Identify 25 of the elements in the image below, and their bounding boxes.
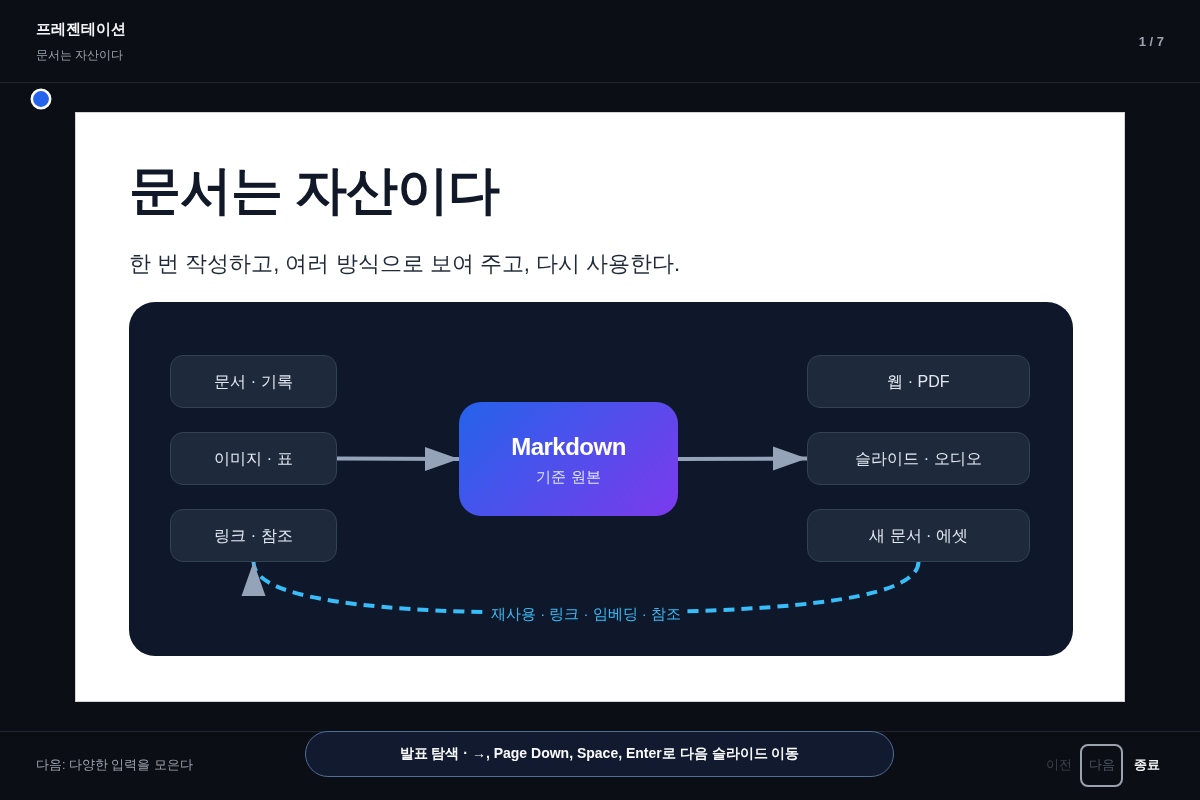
node-label: 문서 · 기록 bbox=[214, 371, 293, 392]
slide-subtitle: 한 번 작성하고, 여러 방식으로 보여 주고, 다시 사용한다. bbox=[129, 250, 681, 278]
deck-subtitle: 문서는 자산이다 bbox=[36, 48, 124, 63]
format-heading: Markdown bbox=[511, 431, 626, 462]
output-box bbox=[807, 432, 1030, 485]
source-box bbox=[459, 402, 678, 516]
slide-title: 문서는 자산이다 bbox=[129, 160, 500, 221]
app-title: 프레젠테이션 bbox=[36, 20, 126, 39]
input-box bbox=[170, 432, 337, 485]
node-label: 새 문서 · 에셋 bbox=[869, 525, 968, 546]
node-label: 링크 · 참조 bbox=[214, 525, 293, 546]
input-box bbox=[170, 355, 337, 408]
node-label: 이미지 · 표 bbox=[214, 448, 293, 469]
slide-counter: 1 / 7 bbox=[1138, 34, 1164, 51]
output-box bbox=[807, 509, 1030, 562]
format-caption: 기준 원본 bbox=[536, 467, 601, 487]
input-box bbox=[170, 509, 337, 562]
next-button: 다음 bbox=[1080, 744, 1123, 787]
node-label: 슬라이드 · 오디오 bbox=[855, 448, 982, 469]
previous-button: 이전 bbox=[1046, 758, 1072, 774]
navigation-hint-banner: 발표 탐색 · →, Page Down, Space, Enter로 다음 슬라이드 이동 bbox=[305, 731, 894, 777]
exit-button: 종료 bbox=[1134, 758, 1160, 774]
node-label: 웹 · PDF bbox=[887, 371, 950, 392]
output-box bbox=[807, 355, 1030, 408]
next-slide-hint: 다음: 다양한 입력을 모은다 bbox=[36, 758, 193, 774]
